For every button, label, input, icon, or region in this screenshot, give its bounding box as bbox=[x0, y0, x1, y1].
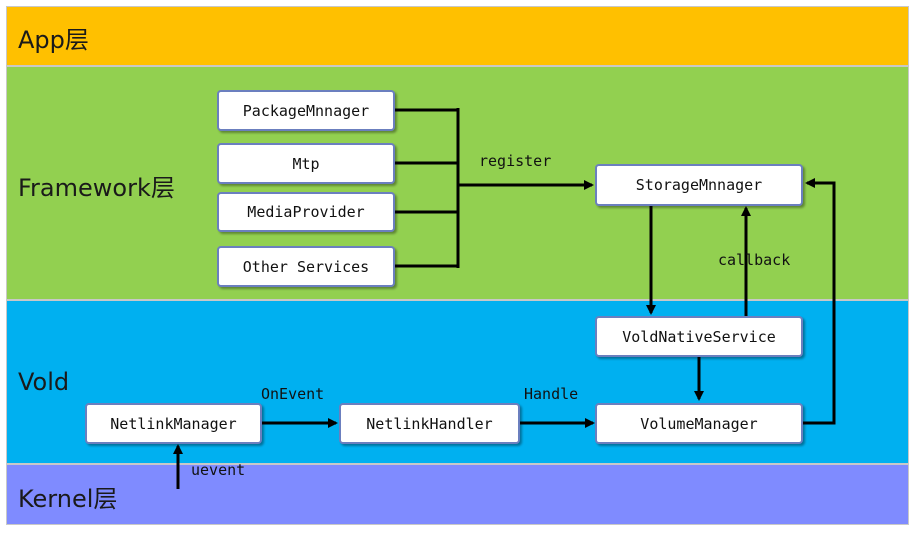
node-package-manager: PackageMnnager bbox=[217, 90, 395, 131]
app-layer-label: App层 bbox=[18, 26, 89, 54]
node-volume-manager: VolumeManager bbox=[595, 403, 803, 444]
vold-layer-label: Vold bbox=[18, 368, 70, 396]
edge-label-register: register bbox=[479, 152, 552, 170]
node-mtp: Mtp bbox=[217, 143, 395, 184]
node-netlink-handler: NetlinkHandler bbox=[339, 403, 520, 444]
edge-label-onevent: OnEvent bbox=[261, 385, 325, 403]
node-storage-manager: StorageMnnager bbox=[595, 164, 803, 206]
volume-to-storage-arrow bbox=[802, 178, 836, 425]
framework-layer-label: Framework层 bbox=[18, 174, 175, 202]
app-layer bbox=[6, 6, 909, 66]
node-other-services: Other Services bbox=[217, 246, 395, 287]
node-vold-native-service: VoldNativeService bbox=[595, 316, 803, 357]
node-netlink-manager: NetlinkManager bbox=[85, 403, 262, 444]
edge-label-handle: Handle bbox=[524, 385, 579, 403]
kernel-layer-label: Kernel层 bbox=[18, 485, 118, 513]
kernel-layer bbox=[6, 464, 909, 525]
edge-label-uevent: uevent bbox=[191, 461, 246, 479]
edge-label-callback: callback bbox=[718, 251, 791, 269]
node-media-provider: MediaProvider bbox=[217, 192, 395, 232]
